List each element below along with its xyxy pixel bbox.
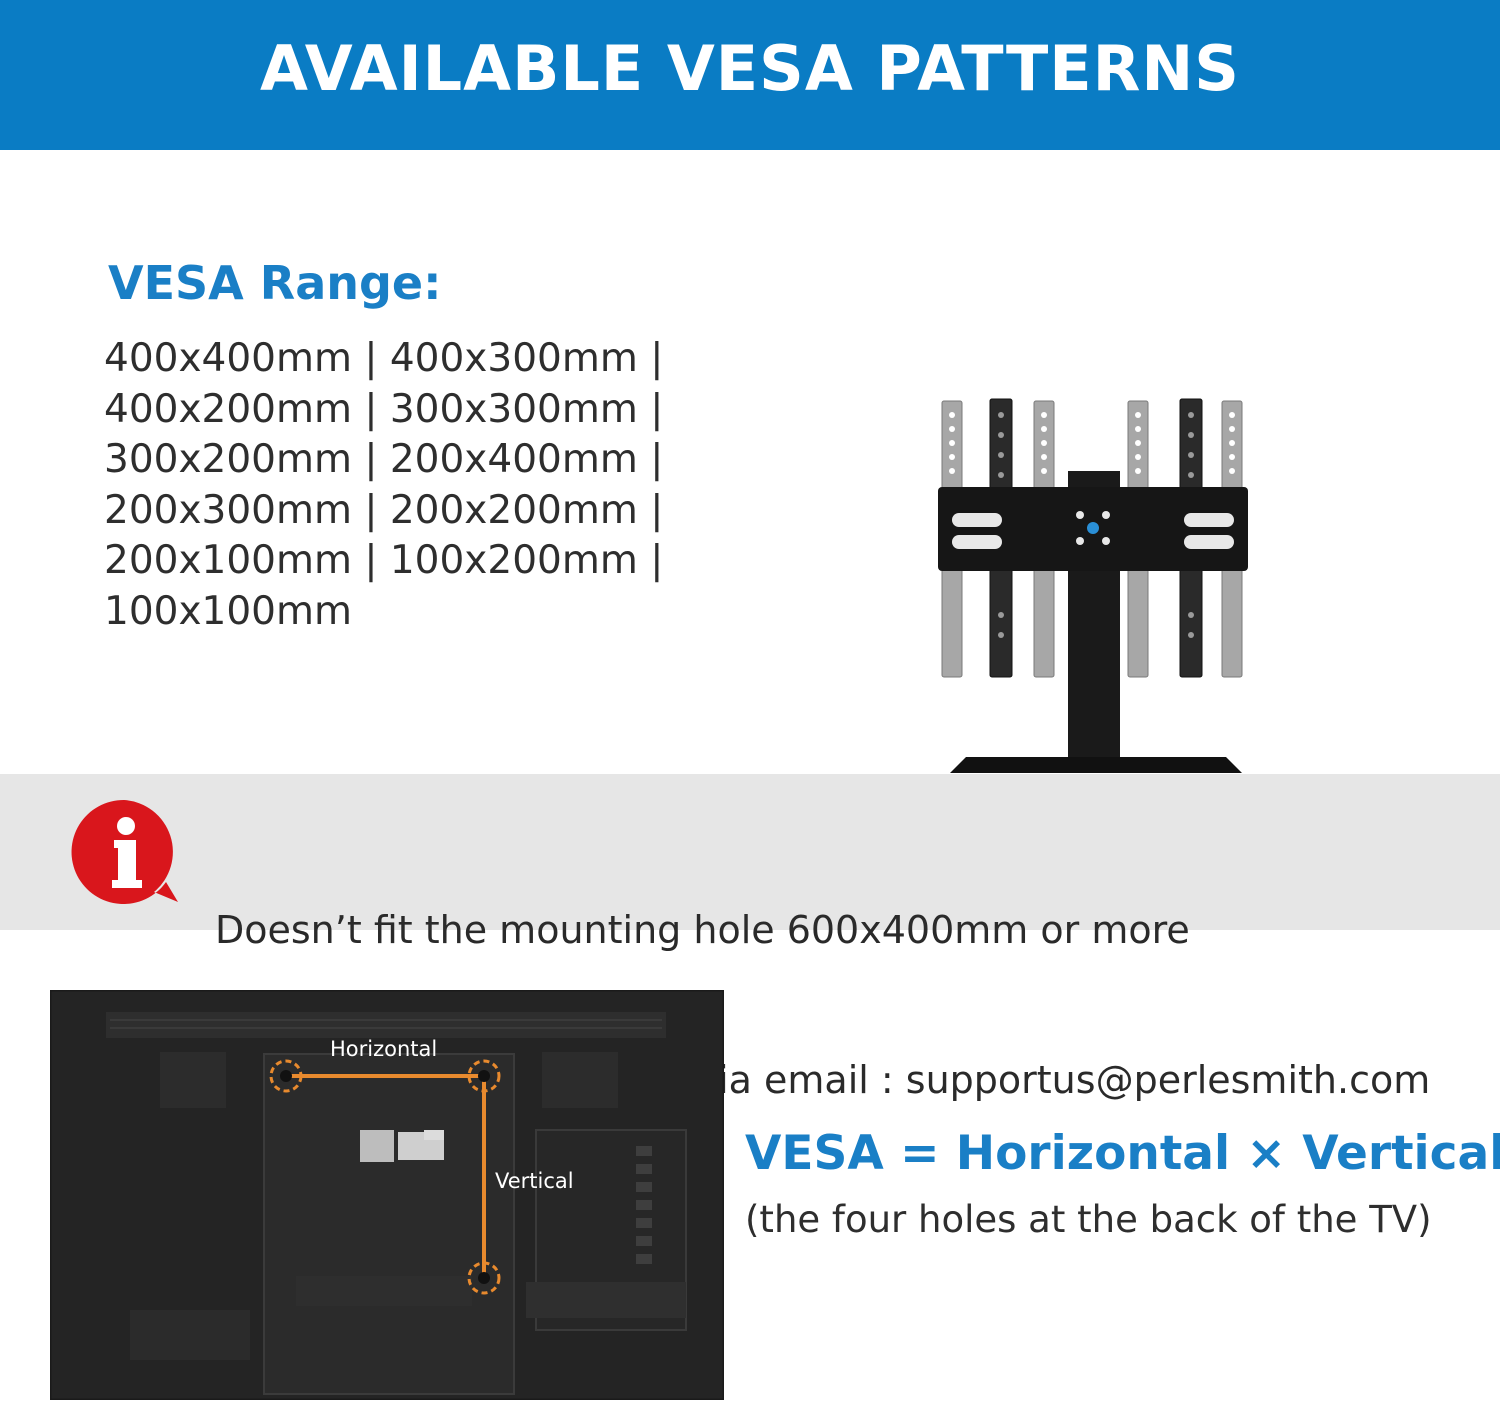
vesa-range-row: 200x300mm | 200x200mm | [104, 487, 664, 533]
vesa-formula-note: (the four holes at the back of the TV) [745, 1198, 1432, 1241]
vesa-range-row: 400x400mm | 400x300mm | [104, 336, 664, 381]
vesa-range-heading: VESA Range: [108, 256, 442, 310]
vesa-range-row: 400x200mm | 300x300mm | [104, 386, 664, 432]
vesa-formula: VESA = Horizontal × Vertical [745, 1126, 1500, 1181]
vertical-label: Vertical [495, 1169, 574, 1193]
vesa-range-row: 300x200mm | 200x400mm | [104, 437, 664, 482]
vesa-range-list: 400x400mm | 400x300mm | 400x200mm | 300x… [104, 334, 663, 637]
vesa-range-row: 200x100mm | 100x200mm | [104, 538, 664, 583]
info-icon [71, 799, 178, 904]
horizontal-label: Horizontal [330, 1037, 437, 1061]
notice-line-fit: Doesn’t fit the mounting hole 600x400mm … [215, 908, 1190, 952]
page-title: AVAILABLE VESA PATTERNS [260, 31, 1240, 105]
tv-back-image: Horizontal Vertical [50, 990, 724, 1400]
vesa-range-row: 100x100mm [104, 588, 352, 634]
header-banner: AVAILABLE VESA PATTERNS [0, 0, 1500, 150]
notice-bar [0, 774, 1500, 930]
tv-stand-image [938, 398, 1248, 773]
